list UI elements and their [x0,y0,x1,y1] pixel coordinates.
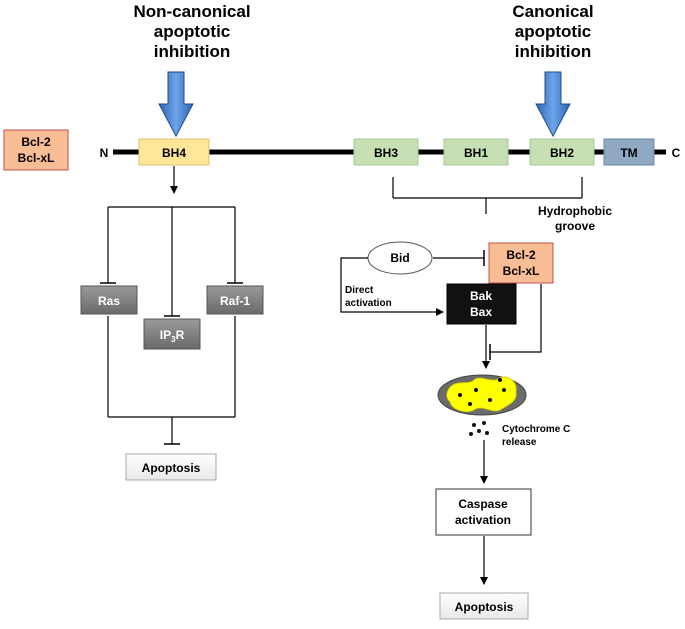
caspase-line: activation [455,513,511,527]
cytochrome-label: release [502,437,537,448]
bcl2-box-bg [488,242,554,284]
grey-box [143,318,201,350]
ip3r-box: IP3R [143,318,201,350]
header-line: apoptotic [154,22,231,41]
domain-box [353,138,419,166]
legend-box-bg [3,129,69,171]
header-non-canonical: Non-canonical apoptotic inhibition [133,2,250,61]
mito-dot [488,398,492,402]
cytochrome-dots [469,421,489,436]
domain-box [529,138,595,166]
outcome-box [125,453,217,481]
bcl2-box-canonical: Bcl-2 Bcl-xL [488,242,554,284]
bcl2-line: Bcl-xL [503,264,540,278]
protein-legend-box: Bcl-2 Bcl-xL [3,129,69,171]
bcl2-line: Bcl-2 [506,248,536,262]
domain-bh2: BH2 [529,138,595,166]
apoptosis-label: Apoptosis [142,461,201,475]
bak-bax-bg [446,283,517,325]
domain-box [603,138,655,166]
cyt-dot [485,431,489,435]
cyt-dot [472,423,476,427]
mito-dot [502,388,506,392]
legend-line: Bcl-2 [21,135,51,149]
outcome-box [439,592,529,620]
domain-label: BH1 [464,146,488,160]
mito-dot [468,402,472,406]
domain-label: TM [620,146,637,160]
groove-label: Hydrophobic [538,204,612,218]
apoptosis-box-left: Apoptosis [125,453,217,481]
mito-dot [474,388,478,392]
raf1-label: Raf-1 [220,294,250,308]
mito-inner [446,376,517,412]
blue-arrow-icon [535,71,571,138]
groove-label: groove [555,219,595,233]
caspase-line: Caspase [458,497,508,511]
bak-bax-line: Bak [470,289,492,303]
n-terminus-label: N [100,146,109,160]
legend-line: Bcl-xL [18,151,55,165]
direct-activation-label: Direct [345,285,374,296]
c-terminus-label: C [672,146,681,160]
cyt-dot [482,421,486,425]
raf1-box: Raf-1 [206,285,264,315]
mito-dot [458,393,462,397]
cyt-dot [469,432,473,436]
domain-bh3: BH3 [353,138,419,166]
header-line: Canonical [512,2,593,21]
domain-label: BH3 [374,146,398,160]
apoptosis-box-right: Apoptosis [439,592,529,620]
cyt-dot [477,429,481,433]
grey-box [80,285,138,315]
domain-label: BH4 [162,146,186,160]
direct-activation-arrow [340,257,444,316]
ras-box: Ras [80,285,138,315]
grey-box [206,285,264,315]
bid-node: Bid [367,241,433,275]
header-line: inhibition [154,42,230,61]
header-line: inhibition [515,42,591,61]
caspase-bg [435,488,532,536]
bak-bax-line: Bax [470,305,492,319]
domain-tm: TM [603,138,655,166]
mitochondrion-icon [437,374,527,416]
caspase-box: Caspase activation [435,488,532,536]
apoptosis-label: Apoptosis [455,600,514,614]
domain-bh4: BH4 [138,138,210,166]
bid-label: Bid [390,251,409,265]
domain-box [443,138,509,166]
mito-dot [498,378,502,382]
domain-bh1: BH1 [443,138,509,166]
ip3r-label: IP3R [160,328,185,344]
ras-label: Ras [98,294,120,308]
blue-arrow-icon [158,71,194,138]
domain-label: BH2 [550,146,574,160]
cytochrome-label: Cytochrome C [502,424,570,435]
inhibit-line-bcl2 [490,284,542,353]
header-canonical: Canonical apoptotic inhibition [512,2,593,61]
header-line: apoptotic [515,22,592,41]
direct-activation-label: activation [345,298,392,309]
header-line: Non-canonical [133,2,250,21]
bak-bax-box: Bak Bax [446,283,517,325]
domain-box [138,138,210,166]
